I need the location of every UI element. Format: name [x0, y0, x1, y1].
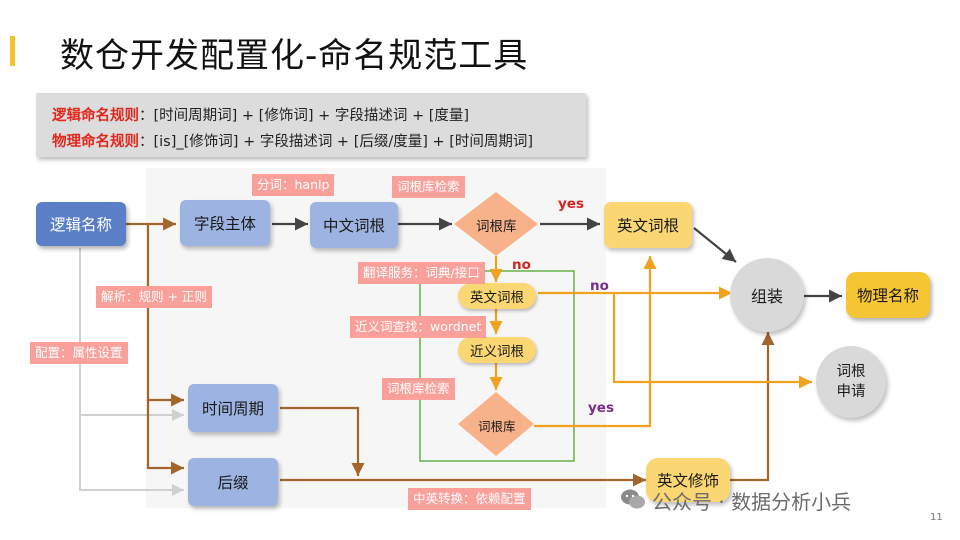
root-apply-node: 词根 申请 — [816, 346, 886, 418]
edge-config-suffix — [79, 415, 184, 496]
edge-time-merge — [280, 406, 365, 476]
tag-parse: 解析：规则 + 正则 — [96, 286, 212, 308]
en-modifier-node: 英文修饰 — [646, 458, 730, 502]
page-number: 11 — [930, 512, 943, 523]
title-accent-bar — [10, 36, 15, 66]
edge-no-apply — [612, 293, 812, 389]
root-lib-label-1: 词根库 — [476, 219, 517, 235]
label-yes-bottom: yes — [588, 400, 614, 416]
root-lib-diamond-1 — [454, 192, 538, 256]
root-lib-diamond-2 — [458, 392, 534, 456]
physical-name-node: 物理名称 — [846, 272, 930, 318]
wechat-icon — [621, 489, 645, 509]
cn-root-node: 中文词根 — [310, 202, 398, 248]
tag-segment: 分词：hanlp — [252, 174, 335, 196]
physical-rule-label: 物理命名规则 — [52, 134, 139, 150]
edge-en-assemble — [693, 227, 737, 263]
physical-rule: 物理命名规则：[is]_[修饰词] + 字段描述词 + [后缀/度量] + [时… — [52, 130, 533, 151]
logical-rule-label: 逻辑命名规则 — [52, 108, 139, 124]
edge-parse-suffix — [146, 400, 184, 475]
page-title: 数仓开发配置化-命名规范工具 — [60, 36, 529, 76]
tag-root-search-2: 词根库检索 — [382, 378, 455, 400]
assemble-node: 组装 — [730, 258, 804, 332]
suffix-node: 后缀 — [188, 458, 278, 506]
edge-config-time — [79, 248, 184, 421]
naming-rules-box: 逻辑命名规则：[时间周期词] + [修饰词] + 字段描述词 + [度量] 物理… — [36, 93, 586, 157]
logical-name-node: 逻辑名称 — [36, 202, 126, 246]
logical-rule-text: ：[时间周期词] + [修饰词] + 字段描述词 + [度量] — [139, 108, 470, 124]
synonym-root-pill: 近义词根 — [458, 337, 536, 363]
label-no-mid: no — [512, 257, 531, 273]
en-root-node: 英文词根 — [604, 202, 692, 248]
tag-cn-en-convert: 中英转换：依赖配置 — [408, 488, 531, 510]
en-root-pill: 英文词根 — [458, 283, 536, 309]
physical-rule-text: ：[is]_[修饰词] + 字段描述词 + [后缀/度量] + [时间周期词] — [139, 134, 534, 150]
label-yes-top: yes — [558, 196, 584, 212]
logical-rule: 逻辑命名规则：[时间周期词] + [修饰词] + 字段描述词 + [度量] — [52, 104, 469, 125]
label-no-right: no — [590, 278, 609, 294]
field-subject-node: 字段主体 — [180, 200, 270, 246]
edge-modifier-assemble — [730, 332, 775, 482]
tag-synonym-search: 近义词查找：wordnet — [350, 316, 487, 338]
edge-parse-time — [146, 224, 184, 407]
edge-lib2-yes — [534, 256, 657, 428]
tag-translate: 翻译服务：词典/接口 — [358, 262, 485, 284]
watermark-text: 公众号 · 数据分析小兵 — [652, 490, 852, 514]
tag-root-search-1: 词根库检索 — [392, 176, 465, 198]
tag-config: 配置：属性设置 — [30, 342, 128, 364]
time-period-node: 时间周期 — [188, 384, 278, 432]
root-lib-label-2: 词根库 — [478, 419, 516, 434]
